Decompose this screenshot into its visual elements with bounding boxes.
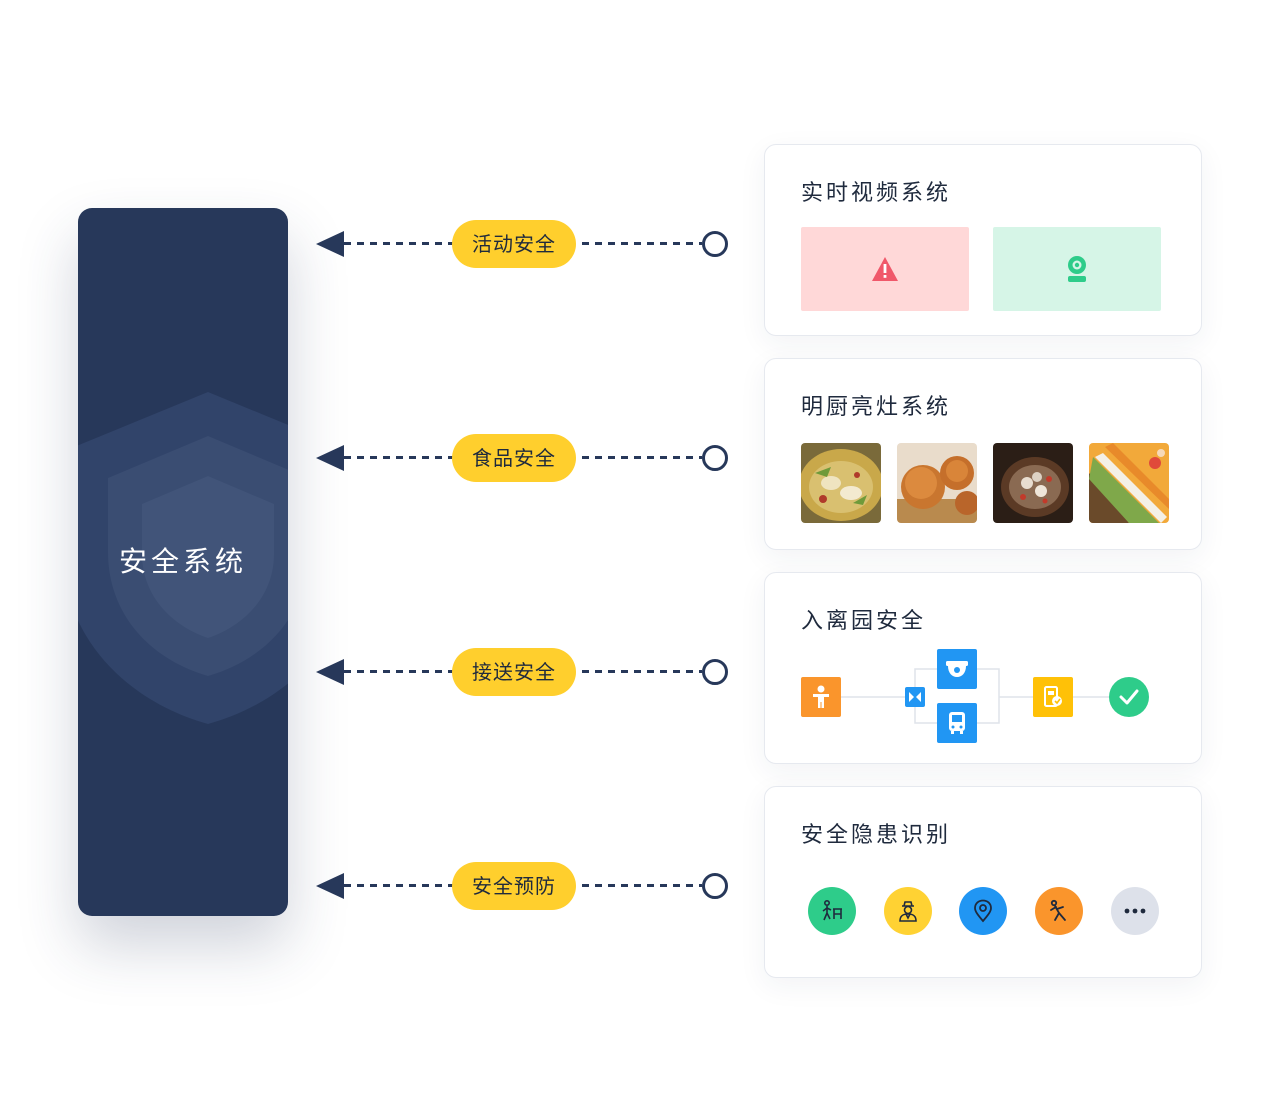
dashed-line [344,456,464,459]
system-title: 安全系统 [118,545,247,578]
flow-lines [841,668,1109,724]
arrow-head-icon [316,659,344,685]
child-icon[interactable] [801,677,841,717]
connector-label[interactable]: 安全预防 [452,862,576,910]
card-title: 明厨亮灶系统 [801,395,952,420]
shield-watermark-icon [78,392,288,724]
video-system-card[interactable]: 实时视频系统 [764,144,1202,336]
check-icon[interactable] [1109,677,1149,717]
dashed-line [344,884,464,887]
dashed-line [582,670,702,673]
connector-pickup: 接送安全 [314,648,734,696]
bread-photo[interactable] [897,443,977,523]
arrow-head-icon [316,231,344,257]
more-icon[interactable] [1111,887,1159,935]
safety-system-panel: 安全系统 [78,208,288,916]
card-title: 入离园安全 [801,609,927,634]
bus-icon[interactable] [937,703,977,743]
warning-icon [872,257,898,281]
connector-label[interactable]: 活动安全 [452,220,576,268]
arrow-head-icon [316,445,344,471]
connector-end-circle [702,445,728,471]
alert-tile[interactable] [801,227,969,311]
dashed-line [582,456,702,459]
dessert-soup-photo[interactable] [993,443,1073,523]
dashed-line [344,670,464,673]
gate-icon[interactable] [905,687,925,707]
connector-label[interactable]: 食品安全 [452,434,576,482]
dashed-line [582,242,702,245]
camera-tile[interactable] [993,227,1161,311]
camera-icon [1068,256,1086,282]
connector-end-circle [702,231,728,257]
dashed-line [344,242,464,245]
cake-roll-photo[interactable] [1089,443,1169,523]
kitchen-system-card[interactable]: 明厨亮灶系统 [764,358,1202,550]
card-title: 安全隐患识别 [801,823,952,848]
connector-label[interactable]: 接送安全 [452,648,576,696]
connector-prevention: 安全预防 [314,862,734,910]
stranger-icon[interactable] [884,887,932,935]
location-icon[interactable] [959,887,1007,935]
dashed-line [582,884,702,887]
card-title: 实时视频系统 [801,181,952,206]
entry-exit-card[interactable]: 入离园安全 [764,572,1202,764]
dome-camera-icon[interactable] [937,649,977,689]
connector-activity: 活动安全 [314,220,734,268]
connector-end-circle [702,659,728,685]
pickup-card-icon[interactable] [1033,677,1073,717]
hazard-recognition-card[interactable]: 安全隐患识别 [764,786,1202,978]
connector-food: 食品安全 [314,434,734,482]
soup-dish-photo[interactable] [801,443,881,523]
arrow-head-icon [316,873,344,899]
fall-icon[interactable] [1035,887,1083,935]
connector-end-circle [702,873,728,899]
climb-icon[interactable] [808,887,856,935]
